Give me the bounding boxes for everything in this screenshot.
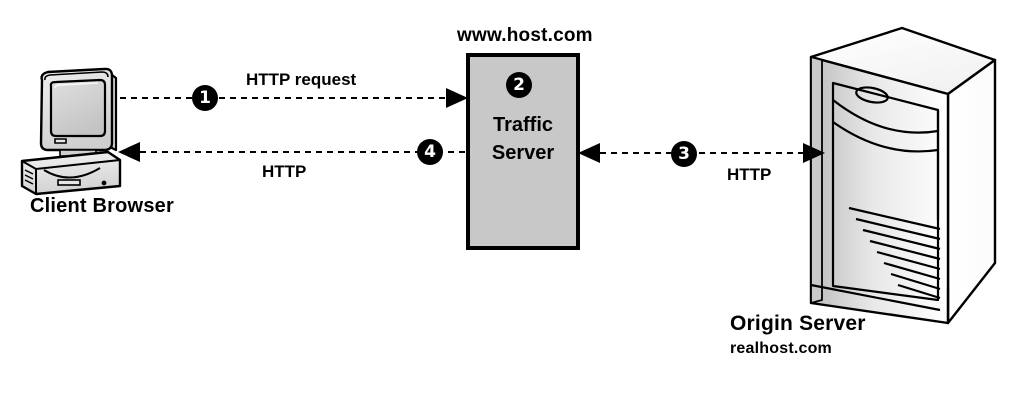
traffic-server-name-line1: Traffic: [492, 114, 554, 136]
origin-server-label: Origin Server: [730, 312, 866, 335]
flow-1-label: HTTP request: [246, 70, 357, 89]
traffic-server-host-label: www.host.com: [457, 25, 593, 46]
step-badge-2: 2: [506, 72, 532, 98]
tower-server-icon: [809, 26, 997, 325]
flow-3-connector: [578, 143, 825, 163]
flow-4-connector: [118, 142, 468, 162]
desktop-computer-icon: [20, 67, 122, 196]
client-browser-label: Client Browser: [30, 195, 174, 217]
flow-1-connector: [120, 88, 468, 108]
step-badge-1: 1: [192, 85, 218, 111]
flow-4-label: HTTP: [262, 162, 307, 181]
step-badge-3: 3: [671, 141, 697, 167]
flow-3-label: HTTP: [727, 165, 772, 184]
step-badge-4: 4: [417, 139, 443, 165]
traffic-server-name-line2: Server: [491, 142, 555, 164]
origin-server-sublabel: realhost.com: [730, 340, 832, 357]
